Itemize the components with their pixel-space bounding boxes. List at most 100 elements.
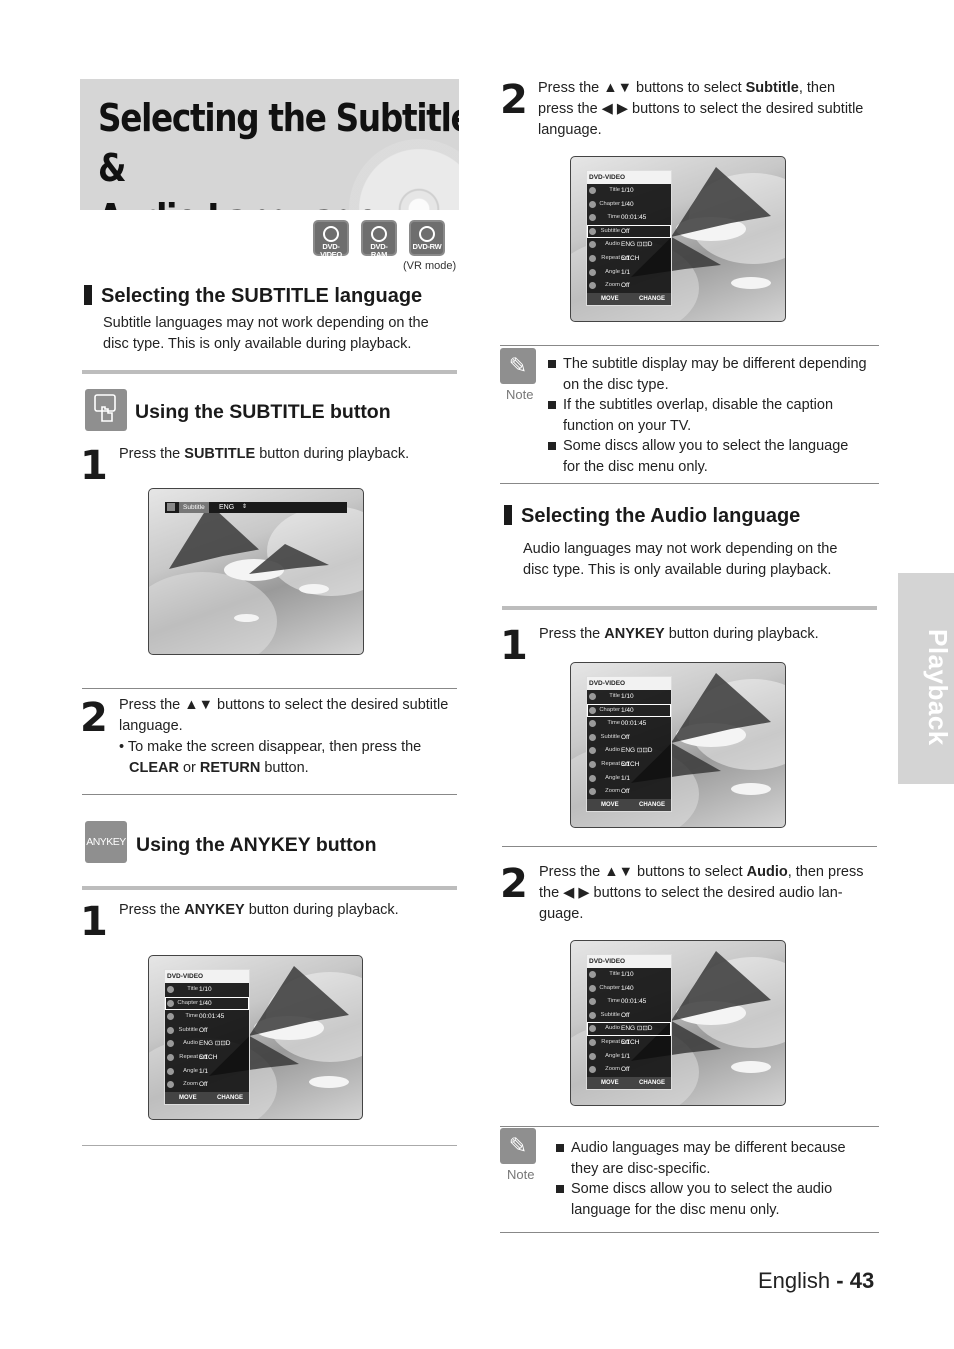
divider [82, 688, 457, 689]
osd-row-icon [167, 1081, 174, 1089]
hand-press-icon [85, 389, 127, 431]
osd-row-icon [589, 1025, 596, 1033]
osd-row-key: Time [607, 720, 620, 727]
osd-menu-header: DVD-VIDEO [587, 955, 671, 968]
note-pencil-icon: ✎ [500, 348, 536, 384]
divider [82, 1145, 457, 1146]
osd-row-key: Zoom [605, 788, 620, 795]
osd-row-key: Repeat [179, 1053, 198, 1060]
osd-move-label: MOVE [601, 801, 619, 808]
osd-row-value: Off [199, 1026, 208, 1034]
osd-row-value: 1/10 [199, 986, 212, 993]
osd-row-value: 1/1 [621, 774, 631, 782]
osd-row-key: Subtitle [600, 733, 620, 740]
divider [500, 345, 879, 346]
osd-row-value: 1/1 [621, 1052, 631, 1060]
osd-row-value: 1/40 [621, 984, 634, 992]
osd-row-icon [589, 227, 596, 235]
osd-row-value: Off [621, 760, 630, 768]
note-item: Audio languages may be different because… [556, 1138, 881, 1179]
divider [500, 483, 879, 484]
osd-row-key: Chapter [599, 984, 620, 991]
osd-row-icon [167, 1013, 174, 1021]
note-item: Some discs allow you to select the audio… [556, 1179, 881, 1220]
osd-value: ENG [219, 504, 235, 511]
osd-row-key: Title [609, 971, 620, 977]
divider [82, 370, 457, 374]
osd-change-label: CHANGE [639, 295, 666, 302]
anykey-icon: ANYKEY [85, 821, 127, 863]
osd-row-icon [589, 187, 596, 194]
osd-row-value: 00:01:45 [621, 214, 647, 222]
osd-row-value: 00:01:45 [199, 1013, 225, 1021]
osd-row-key: Subtitle [178, 1026, 198, 1033]
osd-row-icon [589, 268, 596, 276]
anykey-step1-text: Press the ANYKEY button during playback. [119, 902, 399, 918]
osd-row-value: 1/40 [199, 999, 212, 1007]
divider [500, 1126, 879, 1127]
osd-row-icon [589, 760, 596, 768]
osd-row-value: Off [621, 733, 630, 741]
divider [82, 886, 457, 890]
osd-row-key: Zoom [605, 1066, 620, 1073]
footer-language: English [758, 1268, 831, 1293]
note-label: Note [507, 1167, 535, 1182]
osd-row-value: Off [621, 227, 630, 235]
playback-side-tab: Playback [898, 573, 954, 784]
osd-row-key: Repeat [601, 254, 620, 261]
osd-change-label: CHANGE [639, 1079, 666, 1086]
step-number: 2 [500, 77, 528, 123]
osd-row-value: 00:01:45 [621, 720, 647, 728]
dvd-ram-icon: DVD-RAM [361, 220, 397, 259]
subtitle-section-heading: Selecting the SUBTITLE language [84, 285, 422, 308]
osd-row-key: Angle [605, 774, 620, 781]
osd-row-value: Off [199, 1081, 208, 1089]
osd-row-value: Off [621, 254, 630, 262]
osd-row-key: Time [185, 1013, 198, 1020]
osd-row-icon [589, 788, 596, 796]
osd-menu-header: DVD-VIDEO [587, 171, 671, 184]
vr-mode-label: (VR mode) [403, 260, 457, 272]
osd-menu-header: DVD-VIDEO [587, 677, 671, 690]
audio-step2-text: Press the ▲▼ buttons to select Audio, th… [539, 864, 864, 922]
subtitle-button-heading: Using the SUBTITLE button [135, 401, 391, 423]
up-down-icon: ⇕ [242, 504, 248, 510]
osd-row-icon [589, 1011, 596, 1019]
osd-row-value: 1/10 [621, 971, 634, 978]
audio-note-list: Audio languages may be different because… [556, 1138, 881, 1220]
anykey-button-heading: Using the ANYKEY button [136, 834, 377, 856]
osd-row-icon [167, 986, 174, 993]
osd-row-key: Chapter [599, 706, 620, 713]
osd-row-key: Subtitle [600, 227, 620, 234]
osd-row-icon [589, 774, 596, 782]
audio-step1-text: Press the ANYKEY button during playback. [539, 626, 819, 642]
osd-row-key: Chapter [599, 200, 620, 207]
osd-row-icon [589, 1038, 596, 1046]
page-footer: English - 43 [758, 1268, 874, 1294]
osd-row-value: 1/10 [621, 187, 634, 194]
osd-row-icon [589, 706, 596, 714]
osd-row-value: 1/1 [621, 268, 631, 276]
osd-row-key: Time [607, 998, 620, 1005]
osd-row-value: 00:01:45 [621, 998, 647, 1006]
